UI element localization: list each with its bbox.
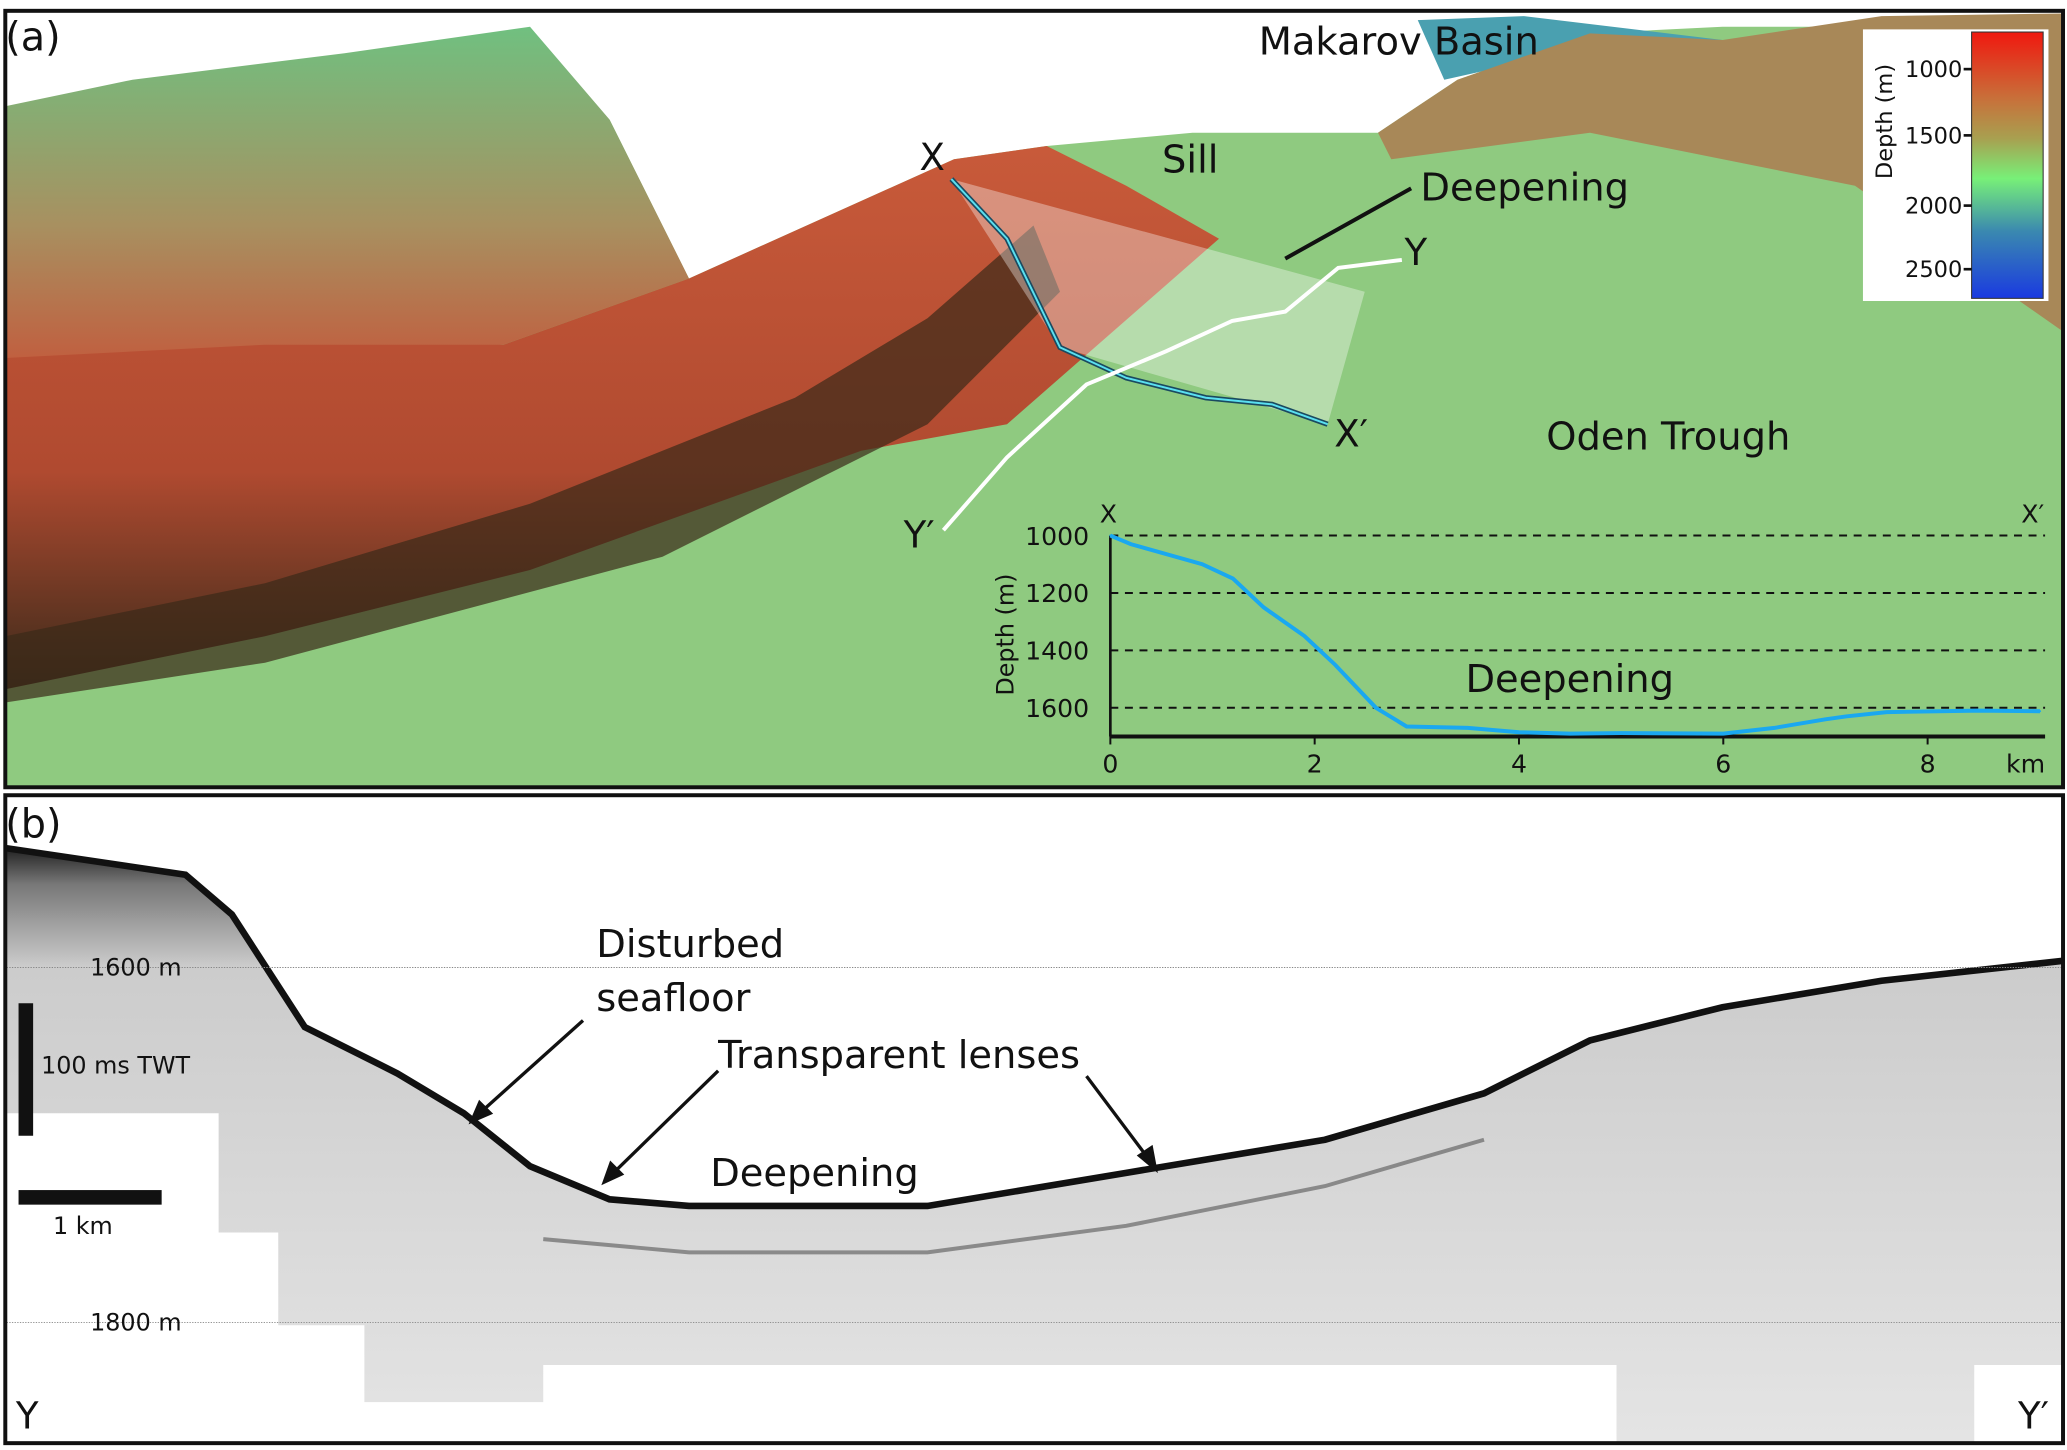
- depth-profile-point: [1374, 706, 1378, 709]
- deepening-annotation: Deepening: [1465, 657, 1674, 702]
- deepening-label-b: Deepening: [710, 1151, 919, 1196]
- x-axis-label: km: [2006, 749, 2045, 778]
- profile-line-x-highlight: [950, 178, 1328, 426]
- transparent-lenses-label: Transparent lenses: [717, 1033, 1080, 1078]
- colorbar-ramp: [1971, 31, 2044, 299]
- marker-x-prime: X′: [1334, 413, 1368, 456]
- y-axis-label: Depth (m): [992, 574, 1020, 696]
- y-tick-label: 1400: [1025, 637, 1089, 666]
- depth-profile-point: [1334, 663, 1337, 666]
- start-label: X: [1100, 499, 1117, 528]
- depth-profile-point: [1773, 726, 1776, 729]
- deepening-label: Deepening: [1420, 165, 1629, 210]
- depth-profile-point: [1824, 718, 1827, 721]
- marker-y-prime: Y′: [903, 513, 935, 556]
- panel-a-label: (a): [5, 15, 60, 61]
- depth-profile-point: [1405, 725, 1408, 728]
- disturbed-seafloor-label-2: seafloor: [596, 976, 750, 1021]
- annotation-arrows: [468, 1019, 1158, 1186]
- depth-profile-point: [1885, 711, 1888, 714]
- depth-colorbar: Depth (m) 1000 1500 2000 2500: [1862, 29, 2049, 301]
- marker-x: X: [920, 136, 945, 179]
- end-label: X′: [2021, 499, 2044, 528]
- depth-profile-line: [1109, 533, 2041, 736]
- far-hills: [5, 26, 690, 358]
- colorbar-tick-label: 1500: [1905, 123, 1962, 149]
- sill-label: Sill: [1162, 137, 1218, 182]
- depth-profile-point: [1262, 606, 1265, 609]
- deepening-leader: [1284, 186, 1413, 261]
- depth-profile-point: [1109, 534, 1112, 537]
- y-tick-label: 1600: [1025, 694, 1089, 723]
- depth-profile-point: [1722, 732, 1725, 735]
- ridge: [5, 145, 1219, 690]
- y-tick-label: 1200: [1025, 579, 1089, 608]
- end-label-y: Y: [15, 1395, 39, 1438]
- depth-profile-point: [1201, 563, 1204, 566]
- panel-b-label: (b): [5, 802, 61, 848]
- x-tick-label: 6: [1715, 749, 1731, 778]
- y-tick-label: 1000: [1025, 522, 1089, 551]
- disturbed-seafloor-label-1: Disturbed: [596, 922, 784, 967]
- depth-profile-point: [1620, 732, 1623, 735]
- colorbar-title: Depth (m): [1872, 64, 1898, 179]
- colorbar-tick-label: 2500: [1905, 257, 1962, 283]
- vertical-scale-label: 100 ms TWT: [41, 1051, 190, 1079]
- depth-profile-point: [1466, 726, 1469, 729]
- colorbar-tick-label: 2000: [1905, 194, 1962, 220]
- vertical-scale-bar: [18, 1003, 34, 1136]
- colorbar-tick-label: 1000: [1905, 57, 1962, 83]
- depth-1800-label: 1800 m: [90, 1309, 182, 1337]
- depth-profile-point: [2038, 710, 2042, 713]
- x-tick-label: 8: [1920, 749, 1936, 778]
- depth-profile-point: [1129, 543, 1132, 546]
- depth-profile-point: [1517, 731, 1521, 734]
- depth-1600-label: 1600 m: [90, 953, 182, 981]
- depth-profile-point: [1977, 709, 1980, 712]
- depth-profile-point: [1231, 577, 1234, 580]
- x-tick-label: 4: [1511, 749, 1527, 778]
- oden-trough-label: Oden Trough: [1546, 414, 1790, 459]
- depth-profile-point: [1844, 715, 1847, 718]
- subbottom-reflector: [543, 1137, 1485, 1255]
- makarov-basin-label: Makarov Basin: [1259, 20, 1539, 65]
- horizontal-scale-label: 1 km: [53, 1212, 113, 1240]
- panel-b: (b) 1600 m 1800 m 100 ms TWT 1 km Distur…: [5, 795, 2064, 1444]
- ridge-shadow: [5, 225, 1060, 703]
- marker-y: Y: [1404, 231, 1428, 274]
- profile-line-y: [941, 257, 1403, 532]
- seafloor-reflector: [6, 844, 2064, 1210]
- x-tick-label: 2: [1307, 749, 1323, 778]
- horizontal-scale-bar: [18, 1190, 162, 1205]
- depth-profile-point: [1303, 634, 1306, 638]
- profile-plane: [951, 179, 1365, 425]
- x-tick-label: 0: [1102, 749, 1118, 778]
- end-label-y-prime: Y′: [2017, 1395, 2049, 1438]
- inset-profile-chart: 1000 1200 1400 1600 0 2 4 6 8 km Depth (m) X X′ Deepe…: [992, 499, 2046, 778]
- depth-profile-point: [1568, 732, 1572, 735]
- panel-a: (a) Makarov Basin Sill Deepening Oden Tr…: [5, 10, 2064, 788]
- seismic-profile: [6, 848, 2064, 1442]
